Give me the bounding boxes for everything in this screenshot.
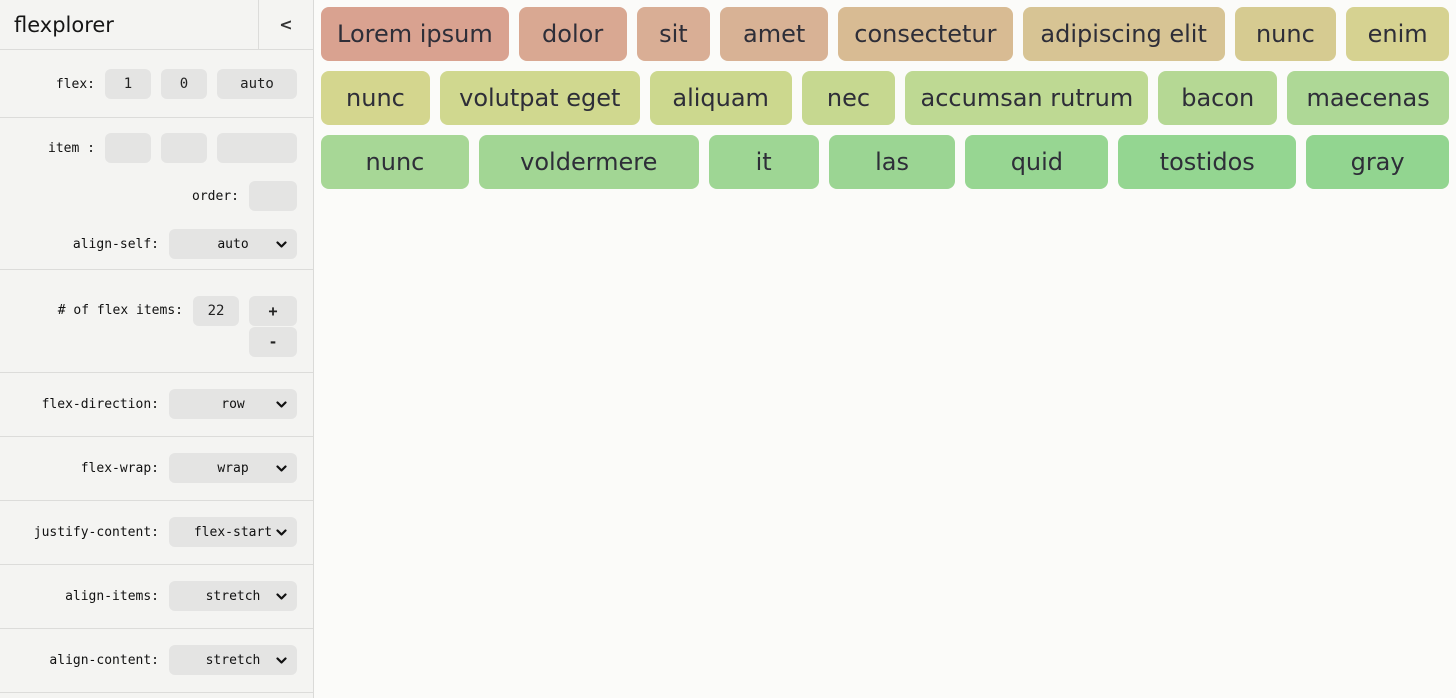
order-label: order: — [192, 188, 239, 204]
justify-content-select[interactable]: flex-start — [169, 517, 297, 547]
increment-button[interactable]: + — [249, 296, 297, 326]
justify-content-label: justify-content: — [33, 524, 159, 540]
align-self-value: auto — [217, 236, 249, 252]
flex-wrap-select[interactable]: wrap — [169, 453, 297, 483]
chevron-down-icon — [276, 401, 287, 408]
chevron-down-icon — [276, 657, 287, 664]
flex-shrink-input[interactable] — [161, 69, 207, 99]
chevron-down-icon — [276, 529, 287, 536]
flex-direction-label: flex-direction: — [41, 396, 159, 412]
flex-item[interactable]: adipiscing elit — [1022, 7, 1225, 61]
flex-count-label: # of flex items: — [57, 303, 183, 318]
flex-item[interactable]: dolor — [518, 7, 627, 61]
justify-content-section: justify-content: flex-start — [0, 501, 313, 565]
chevron-left-icon: < — [279, 15, 293, 34]
decrement-button[interactable]: - — [249, 327, 297, 357]
align-content-label: align-content: — [49, 652, 159, 668]
align-items-section: align-items: stretch — [0, 565, 313, 629]
align-items-value: stretch — [205, 588, 261, 604]
flex-item[interactable]: sit — [636, 7, 711, 61]
flex-item[interactable]: aliquam — [649, 71, 792, 125]
flex-item[interactable]: nec — [801, 71, 896, 125]
flex-item[interactable]: gray — [1306, 135, 1450, 189]
align-content-section: align-content: stretch — [0, 629, 313, 693]
item-shrink-input[interactable] — [161, 133, 207, 163]
flex-wrap-section: flex-wrap: wrap — [0, 437, 313, 501]
item-label: item : — [48, 140, 95, 156]
flex-direction-value: row — [221, 396, 245, 412]
flex-shorthand-section: flex: — [0, 50, 313, 118]
chevron-down-icon — [276, 241, 287, 248]
flex-count-stepper: + - — [249, 296, 297, 357]
flex-item[interactable]: nunc — [1234, 7, 1337, 61]
chevron-down-icon — [276, 593, 287, 600]
flex-item[interactable]: nunc — [321, 135, 469, 189]
sidebar: flexplorer < flex: item : order: — [0, 0, 314, 698]
flex-wrap-label: flex-wrap: — [80, 460, 159, 476]
app-title: flexplorer — [14, 12, 114, 37]
align-self-label: align-self: — [72, 236, 159, 252]
flex-item[interactable]: enim — [1346, 7, 1449, 61]
flex-direction-section: flex-direction: row — [0, 373, 313, 437]
flex-basis-input[interactable] — [217, 69, 297, 99]
flex-item[interactable]: quid — [965, 135, 1109, 189]
flex-item[interactable]: amet — [720, 7, 828, 61]
flex-grow-input[interactable] — [105, 69, 151, 99]
flex-count-input[interactable] — [193, 296, 239, 326]
flex-label: flex: — [55, 76, 95, 92]
order-input[interactable] — [249, 181, 297, 211]
flex-item[interactable]: consectetur — [838, 7, 1013, 61]
item-basis-input[interactable] — [217, 133, 297, 163]
item-grow-input[interactable] — [105, 133, 151, 163]
align-items-select[interactable]: stretch — [169, 581, 297, 611]
flex-item[interactable]: nunc — [321, 71, 430, 125]
align-content-select[interactable]: stretch — [169, 645, 297, 675]
flex-item[interactable]: bacon — [1158, 71, 1278, 125]
sidebar-header: flexplorer < — [0, 0, 313, 50]
flex-item[interactable]: it — [708, 135, 819, 189]
justify-content-value: flex-start — [193, 524, 273, 540]
align-content-value: stretch — [205, 652, 261, 668]
flex-count-section: # of flex items: + - — [0, 270, 313, 373]
flex-item[interactable]: Lorem ipsum — [321, 7, 509, 61]
flex-item[interactable]: accumsan rutrum — [905, 71, 1149, 125]
chevron-down-icon — [276, 465, 287, 472]
item-settings-section: item : order: align-self: auto — [0, 118, 313, 270]
flex-wrap-value: wrap — [217, 460, 249, 476]
flex-item[interactable]: voldermere — [478, 135, 699, 189]
align-self-select[interactable]: auto — [169, 229, 297, 259]
flex-item[interactable]: volutpat eget — [439, 71, 640, 125]
flex-direction-select[interactable]: row — [169, 389, 297, 419]
collapse-sidebar-button[interactable]: < — [258, 0, 313, 49]
align-items-label: align-items: — [65, 588, 159, 604]
flex-item[interactable]: maecenas — [1287, 71, 1450, 125]
flex-item[interactable]: tostidos — [1118, 135, 1297, 189]
flex-item[interactable]: las — [828, 135, 956, 189]
